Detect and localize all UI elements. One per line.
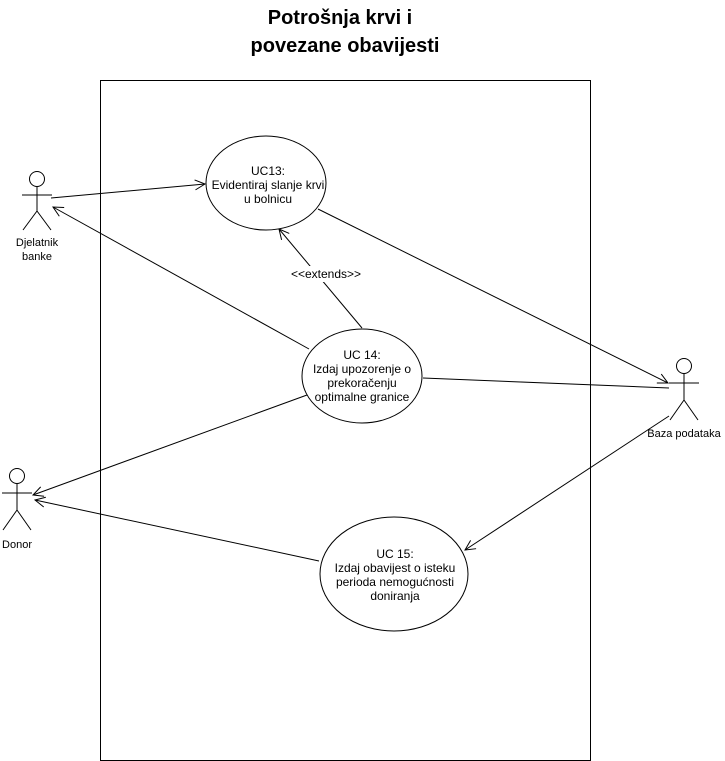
extends-label-bg — [287, 266, 365, 282]
association-uc15-donor — [35, 500, 320, 562]
association-uc13-baza — [317, 208, 668, 383]
actor-donor: Donor — [2, 468, 32, 551]
uc14-label-line-3: prekoračenju — [327, 376, 396, 390]
stick-figure-icon — [22, 171, 52, 231]
use-case-uc15: UC 15: Izdaj obavijest o isteku perioda … — [319, 516, 469, 632]
stick-figure-icon — [2, 468, 32, 531]
actor-djelatnik-label-line-2: banke — [22, 251, 52, 263]
uc15-label-line-2: Izdaj obavijest o isteku — [335, 561, 456, 575]
diagram-title-line-2: povezane obavijesti — [251, 35, 440, 57]
association-djelatnik-uc13 — [50, 184, 205, 199]
actor-djelatnik-label-line-1: Djelatnik — [16, 237, 59, 249]
uc15-label-line-4: doniranja — [370, 589, 420, 603]
uc14-label-line-4: optimalne granice — [315, 390, 410, 404]
association-uc14-baza — [422, 377, 670, 389]
uc14-label-line-1: UC 14: — [343, 348, 380, 362]
actor-baza-podataka: Baza podataka — [647, 358, 722, 440]
extends-label: <<extends>> — [291, 267, 361, 281]
actor-baza-label: Baza podataka — [647, 428, 721, 440]
association-uc14-donor — [33, 394, 308, 495]
uc14-label-line-2: Izdaj upozorenje o — [313, 362, 411, 376]
actor-donor-label: Donor — [2, 539, 32, 551]
diagram-title-line-1: Potrošnja krvi i — [268, 7, 413, 29]
uc13-label-line-2: Evidentiraj slanje krvi — [212, 178, 325, 192]
stick-figure-icon — [669, 358, 699, 421]
uc13-label-line-1: UC13: — [251, 164, 285, 178]
uc13-label-line-3: u bolnicu — [244, 192, 292, 206]
actor-djelatnik-banke: Djelatnik banke — [16, 171, 59, 263]
use-case-uc14: UC 14: Izdaj upozorenje o prekoračenju o… — [301, 328, 423, 424]
association-baza-uc15 — [465, 415, 670, 550]
use-case-uc13: UC13: Evidentiraj slanje krvi u bolnicu — [205, 135, 327, 231]
uc15-label-line-3: perioda nemogućnosti — [336, 575, 454, 589]
uc15-label-line-1: UC 15: — [376, 547, 413, 561]
association-uc14-djelatnik — [53, 207, 310, 350]
